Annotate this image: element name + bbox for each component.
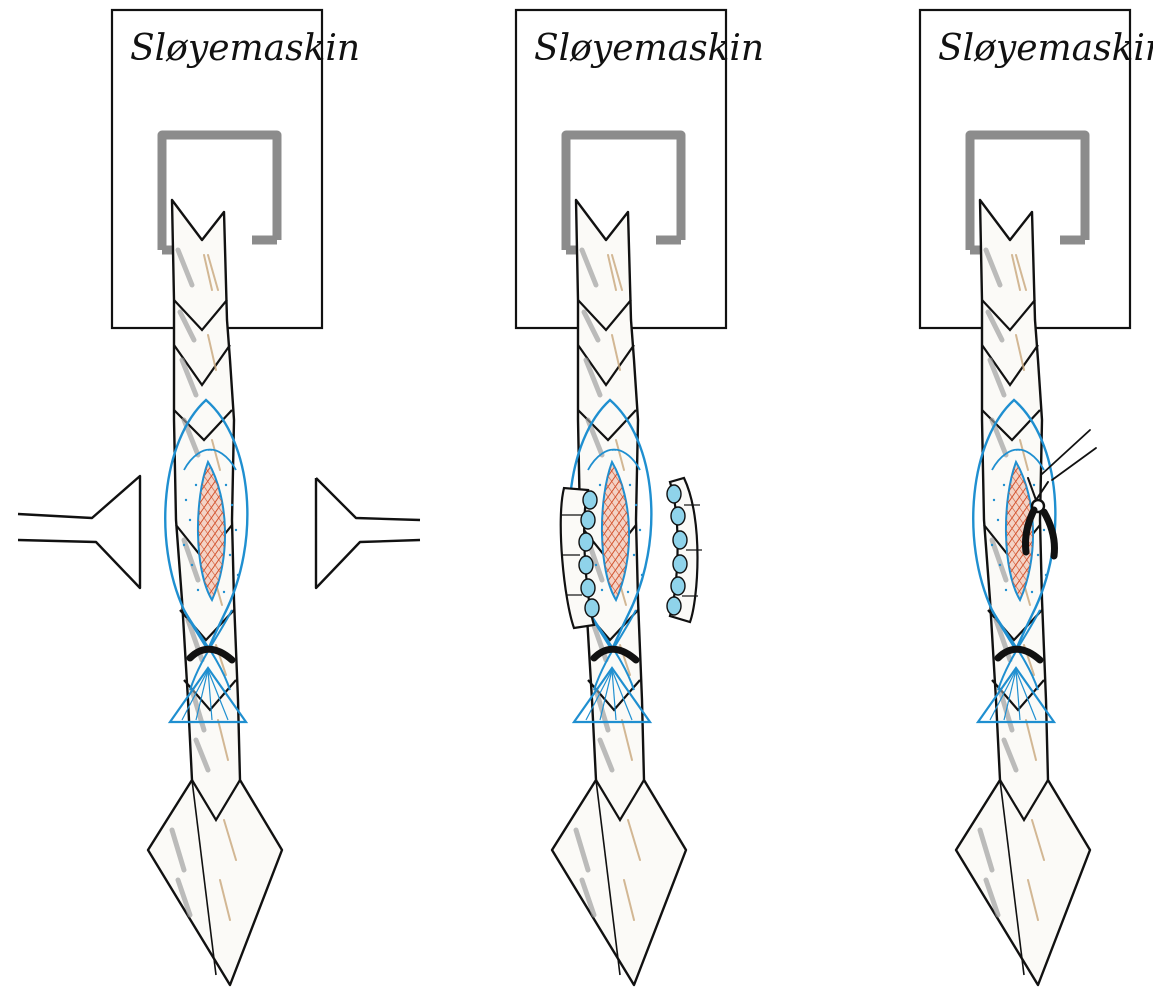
conveyor-with-fish xyxy=(956,200,1090,985)
left-side-funnel xyxy=(18,476,140,588)
conveyor-with-fish xyxy=(148,200,282,985)
machine-label: Sløyemaskin xyxy=(534,28,764,69)
panel-side-funnels: Sløyemaskin xyxy=(112,10,360,985)
machine-label: Sløyemaskin xyxy=(938,28,1153,69)
machine-label: Sløyemaskin xyxy=(130,28,360,69)
right-side-funnel xyxy=(316,478,420,588)
panel-side-rollers: Sløyemaskin xyxy=(516,10,764,985)
panel-gripper: Sløyemaskin xyxy=(920,10,1153,985)
right-roller-strip xyxy=(667,478,702,622)
